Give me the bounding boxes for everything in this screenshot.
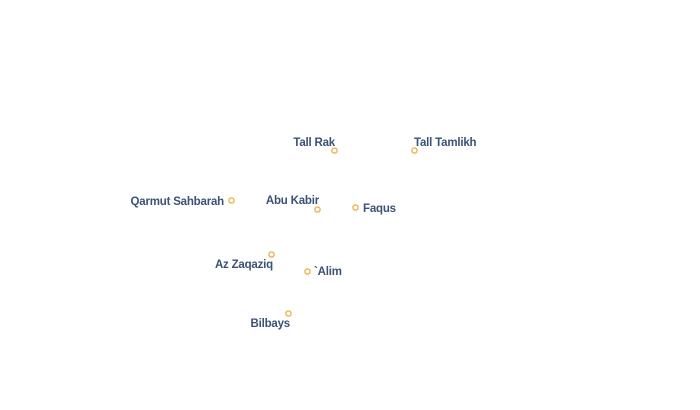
place-faqus[interactable]: Faqus bbox=[352, 202, 398, 217]
place-label-qarmut-sahbarah: Qarmut Sahbarah bbox=[131, 196, 225, 208]
place-label-tall-rak: Tall Rak bbox=[293, 137, 335, 149]
place-bilbays[interactable]: Bilbays bbox=[249, 310, 292, 332]
place-marker[interactable] bbox=[411, 147, 418, 154]
place-marker[interactable] bbox=[314, 206, 321, 213]
place-label-bilbays: Bilbays bbox=[250, 318, 290, 330]
place-marker[interactable] bbox=[352, 204, 359, 211]
place-qarmut-sahbarah[interactable]: Qarmut Sahbarah bbox=[129, 195, 235, 210]
place-tall-rak[interactable]: Tall Rak bbox=[292, 136, 338, 154]
place-marker[interactable] bbox=[331, 147, 338, 154]
place-label-abu-kabir: Abu Kabir bbox=[266, 195, 320, 207]
place-marker[interactable] bbox=[268, 251, 275, 258]
place-marker[interactable] bbox=[285, 310, 292, 317]
place-tall-tamlikh[interactable]: Tall Tamlikh bbox=[411, 136, 478, 154]
place-label-az-zaqaziq: Az Zaqaziq bbox=[215, 259, 273, 271]
place-az-zaqaziq[interactable]: Az Zaqaziq bbox=[213, 251, 275, 273]
place-label-alim: `Alim bbox=[314, 266, 342, 278]
place-label-faqus: Faqus bbox=[363, 203, 396, 215]
place-marker[interactable] bbox=[228, 197, 235, 204]
place-label-tall-tamlikh: Tall Tamlikh bbox=[414, 137, 477, 149]
place-marker[interactable] bbox=[304, 268, 311, 275]
place-alim[interactable]: `Alim bbox=[304, 265, 343, 280]
place-abu-kabir[interactable]: Abu Kabir bbox=[264, 194, 321, 213]
